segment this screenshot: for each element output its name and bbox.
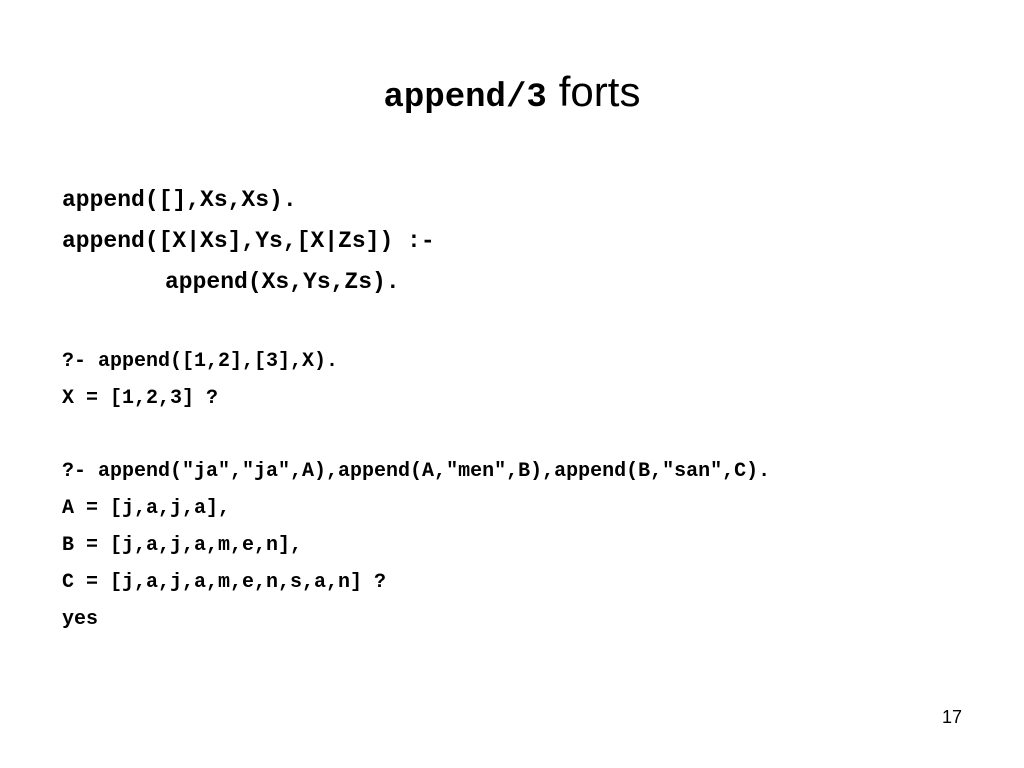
definition-recursive-clause-head: append([X|Xs],Ys,[X|Zs]) :- [62,228,435,254]
query-2-answer-a: A = [j,a,j,a], [62,497,231,520]
query-1-answer: X = [1,2,3] ? [62,387,219,410]
title-code: append/3 [383,79,547,117]
page-number: 17 [941,707,962,727]
query-1: ?- append([1,2],[3],X). [62,350,339,373]
title-word: forts [558,68,641,115]
query-2-answer-c: C = [j,a,j,a,m,e,n,s,a,n] ? [62,571,387,594]
slide-title: append/3 forts [0,68,1024,117]
query-2-result: yes [62,608,99,631]
definition-recursive-clause-body: append(Xs,Ys,Zs). [165,269,400,295]
query-2: ?- append("ja","ja",A),append(A,"men",B)… [62,460,771,483]
query-2-answer-b: B = [j,a,j,a,m,e,n], [62,534,303,557]
definition-base-clause: append([],Xs,Xs). [62,187,297,213]
